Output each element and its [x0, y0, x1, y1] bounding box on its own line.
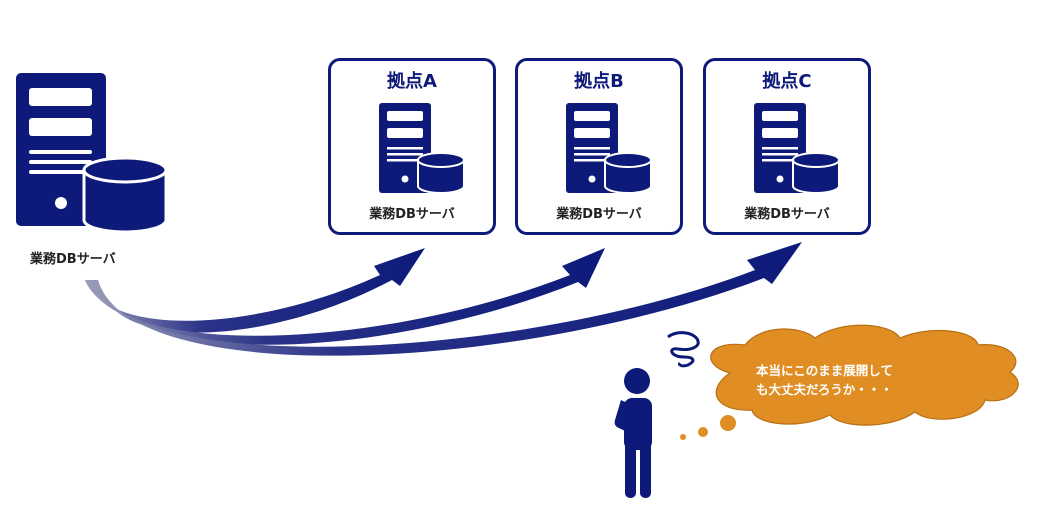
- server-with-database-icon: [566, 103, 652, 194]
- main-server-icon: [16, 73, 168, 234]
- site-card-b: 拠点B 業務DBサーバ: [515, 58, 683, 235]
- site-card-a: 拠点A 業務DBサーバ: [328, 58, 496, 235]
- thought-dot-small: [680, 434, 686, 440]
- spiral-confusion-icon: [667, 331, 700, 368]
- thought-bubble-text: 本当にこのまま展開して も大丈夫だろうか・・・: [756, 363, 893, 397]
- site-title: 拠点C: [762, 71, 812, 92]
- site-server-label: 業務DBサーバ: [744, 207, 830, 222]
- thinking-person-icon: [614, 368, 652, 498]
- deploy-arrow-c: [85, 242, 802, 356]
- site-title: 拠点A: [387, 71, 437, 92]
- server-with-database-icon: [754, 103, 840, 194]
- thought-dot-medium: [698, 427, 708, 437]
- site-server-label: 業務DBサーバ: [369, 207, 455, 222]
- deploy-arrow-a: [85, 248, 425, 333]
- site-server-label: 業務DBサーバ: [556, 207, 642, 222]
- server-with-database-icon: [379, 103, 465, 194]
- thought-cloud-bubble: [710, 324, 1019, 426]
- main-server-label: 業務DBサーバ: [30, 252, 116, 267]
- site-title: 拠点B: [574, 71, 624, 92]
- database-cylinder-icon: [82, 156, 168, 234]
- thought-dot-large: [720, 415, 736, 431]
- site-card-c: 拠点C 業務DBサーバ: [703, 58, 871, 235]
